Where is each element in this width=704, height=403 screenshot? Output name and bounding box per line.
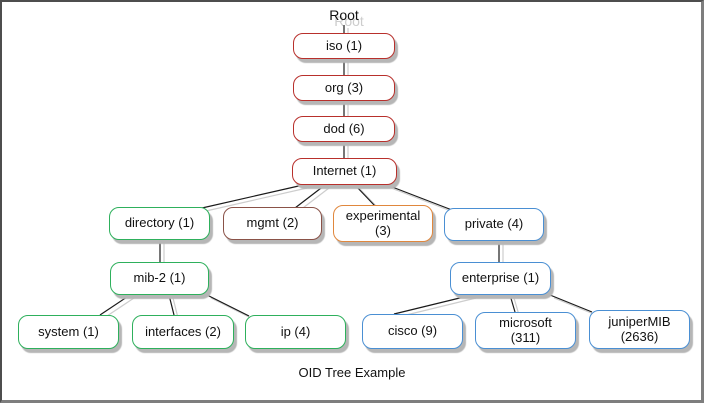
node-label: enterprise (1) [461,270,540,286]
node-label: system (1) [38,323,99,339]
node-microsoft: microsoft (311) [475,312,576,349]
connector-shadows [103,28,597,320]
node-mgmt: mgmt (2) [223,207,322,240]
node-label: mib-2 (1) [133,270,186,286]
node-system: system (1) [18,315,119,349]
node-directory: directory (1) [109,207,210,240]
node-label: mgmt (2) [246,215,299,231]
node-label-line2: (3) [375,222,391,238]
node-internet: Internet (1) [292,158,397,185]
node-junipermib: juniperMIB (2636) [589,310,690,349]
node-label: juniperMIB [608,313,671,329]
node-dod: dod (6) [293,116,395,142]
node-org: org (3) [293,75,395,101]
node-iso: iso (1) [293,33,395,59]
node-label: interfaces (2) [145,323,221,339]
node-experimental: experimental (3) [333,205,433,242]
node-label: iso (1) [325,37,363,53]
node-label: dod (6) [323,120,365,136]
node-mib-2: mib-2 (1) [110,262,209,295]
connectors [99,25,593,317]
node-label: Internet (1) [312,163,377,179]
node-label-line2: (2636) [620,328,659,344]
node-label: org (3) [324,79,364,95]
node-private: private (4) [444,208,544,241]
node-label: ip (4) [280,323,311,339]
node-ip: ip (4) [245,315,346,349]
node-label: experimental [345,207,421,223]
node-label-line2: (311) [510,329,541,345]
node-enterprise: enterprise (1) [450,262,551,295]
node-interfaces: interfaces (2) [132,315,234,349]
node-label: private (4) [464,216,524,232]
root-node-label: Root [329,7,359,23]
node-label: cisco (9) [387,323,438,339]
diagram-caption: OID Tree Example [298,365,406,380]
node-label: microsoft [499,314,552,330]
node-cisco: cisco (9) [362,314,463,349]
node-label: directory (1) [124,215,195,231]
